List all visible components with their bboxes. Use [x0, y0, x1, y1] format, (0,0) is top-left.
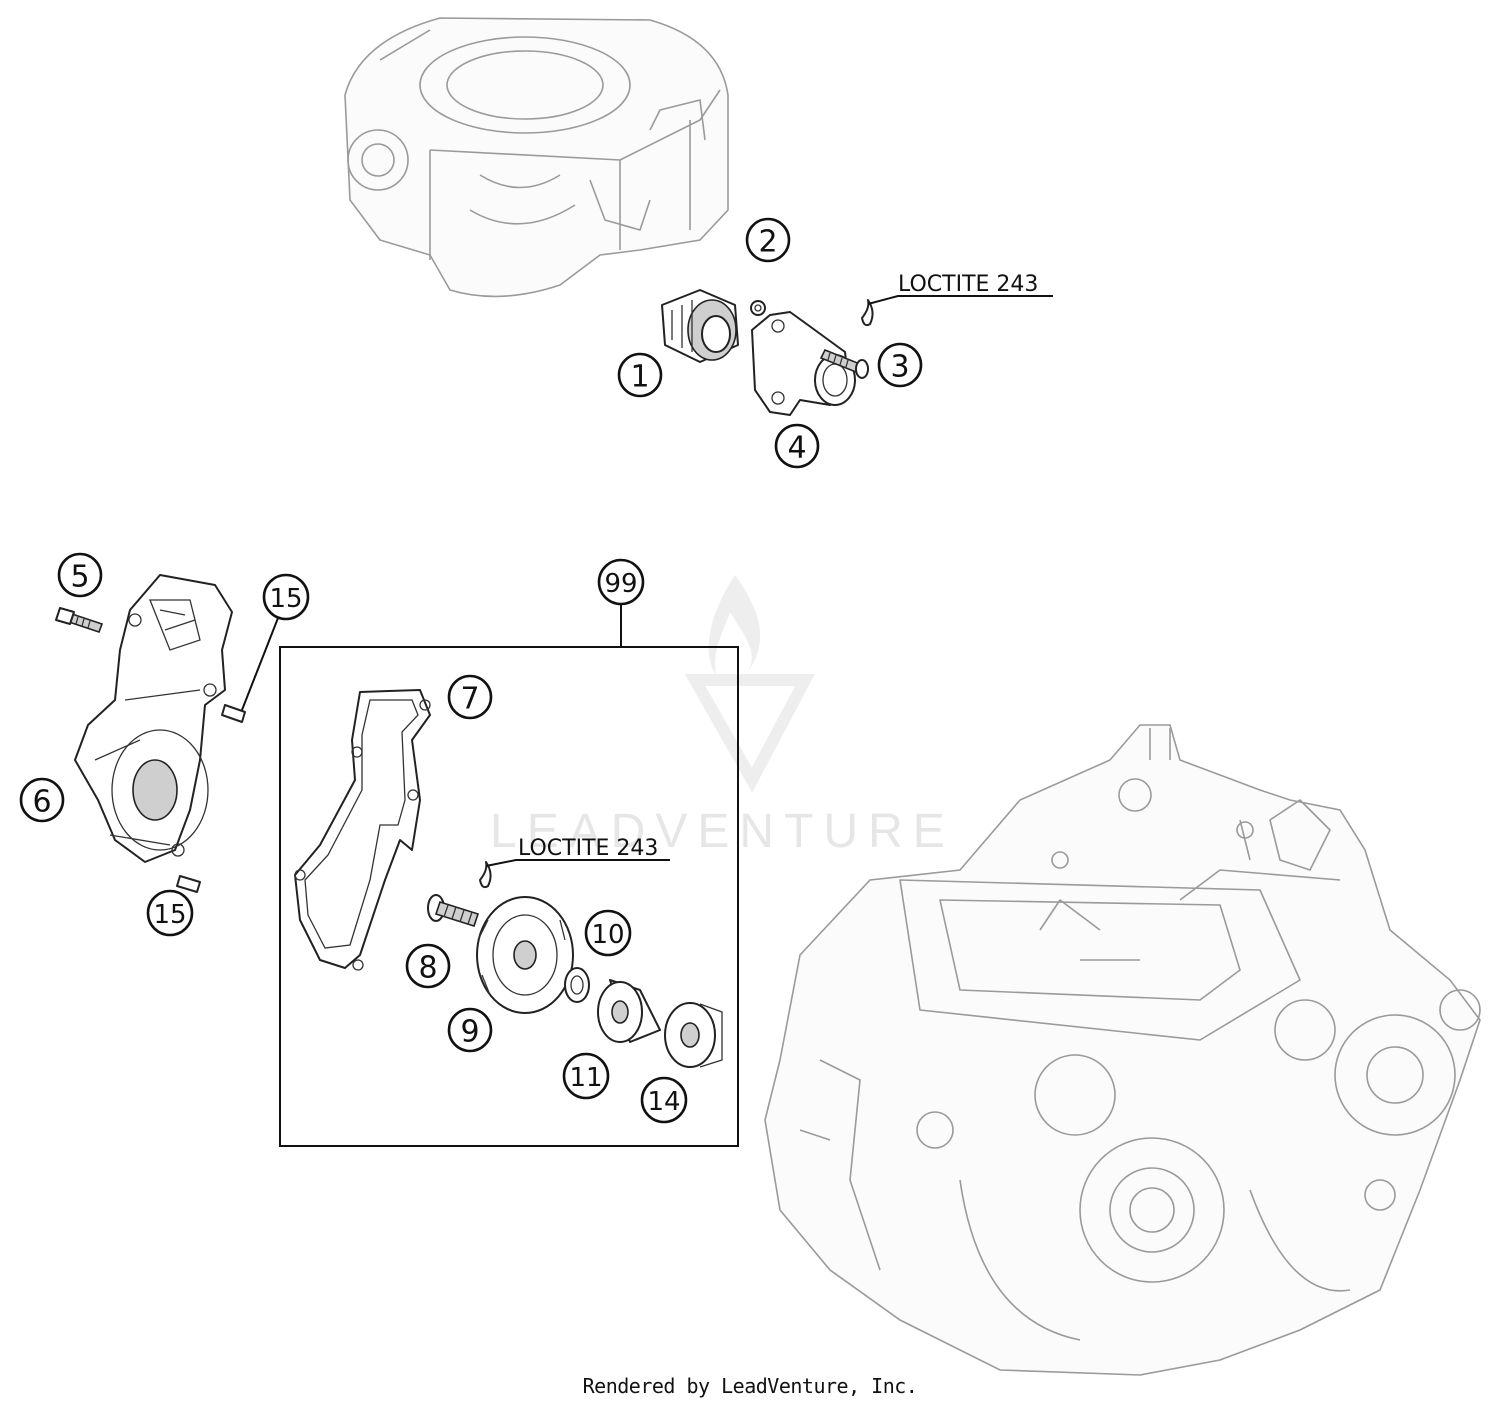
loctite-drop-kit [479, 861, 492, 889]
callout-99: 99 [597, 558, 645, 606]
svg-text:3: 3 [890, 350, 909, 385]
svg-text:9: 9 [460, 1015, 479, 1050]
callout-9: 9 [447, 1007, 493, 1053]
water-pump-cover-part [74, 574, 233, 863]
svg-text:99: 99 [604, 569, 637, 599]
svg-text:8: 8 [418, 951, 437, 986]
svg-text:14: 14 [647, 1087, 680, 1117]
callout-5: 5 [57, 552, 103, 598]
cover-bolt-part [55, 607, 104, 634]
callout-3: 3 [877, 342, 923, 388]
dowel-pin-lower [176, 875, 201, 893]
dowel-pin-upper [221, 704, 246, 723]
loctite-leader-top [867, 295, 1053, 305]
callout-8: 8 [405, 943, 451, 989]
gasket-part [294, 689, 431, 971]
loctite-drop-top [861, 299, 874, 327]
impeller-part [476, 896, 574, 1014]
svg-text:1: 1 [630, 360, 649, 395]
watermark-logo [684, 575, 815, 793]
svg-text:5: 5 [70, 560, 89, 595]
washer-part [564, 967, 590, 1003]
o-ring-part [750, 300, 766, 316]
callout-7: 7 [447, 674, 493, 720]
thermostat-part [661, 289, 739, 363]
seal-ring-part [664, 1002, 723, 1068]
svg-text:15: 15 [269, 584, 302, 614]
watermark-text: LEADVENTURE [490, 805, 955, 858]
callout-6: 6 [19, 777, 65, 823]
callout-10: 10 [584, 909, 632, 957]
cylinder-drawing [344, 17, 729, 298]
callout-11: 11 [562, 1052, 610, 1100]
crankcase-drawing [764, 724, 1481, 1376]
svg-text:15: 15 [153, 900, 186, 930]
impeller-screw-part [427, 894, 480, 927]
svg-text:4: 4 [787, 431, 806, 466]
callout-15-lower: 15 [146, 889, 194, 937]
loctite-leader-kit [485, 859, 670, 867]
svg-text:6: 6 [32, 785, 51, 820]
callout-15-upper: 15 [262, 573, 310, 621]
leader-15-upper [241, 617, 279, 711]
shaft-seal-part [597, 979, 661, 1043]
svg-text:10: 10 [591, 920, 624, 950]
svg-text:7: 7 [460, 682, 479, 717]
loctite-note-kit: LOCTITE 243 [518, 836, 658, 861]
svg-text:11: 11 [569, 1063, 602, 1093]
svg-text:2: 2 [758, 225, 777, 260]
callout-14: 14 [640, 1076, 688, 1124]
loctite-note-top: LOCTITE 243 [898, 272, 1038, 297]
repair-kit-frame [279, 646, 739, 1147]
footer-credit: Rendered by LeadVenture, Inc. [582, 1374, 918, 1398]
callout-4: 4 [774, 423, 820, 469]
screw-part [819, 348, 869, 379]
callout-2: 2 [745, 217, 791, 263]
callout-1: 1 [617, 352, 663, 398]
